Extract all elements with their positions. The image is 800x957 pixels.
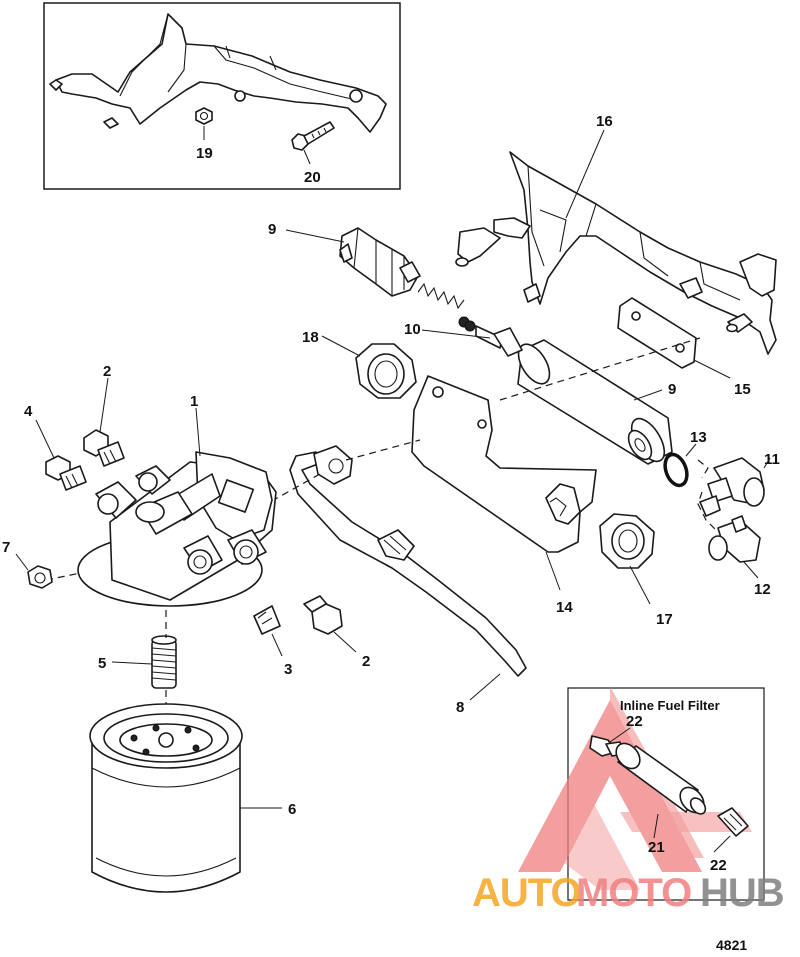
threaded-stud-5 bbox=[151, 635, 177, 689]
diagram-number: 4821 bbox=[716, 937, 747, 953]
mounting-bracket-16 bbox=[455, 151, 777, 355]
callout-20: 20 bbox=[304, 169, 321, 186]
callout-13: 13 bbox=[690, 429, 707, 446]
callout-21: 21 bbox=[648, 839, 665, 856]
barb-fitting-22-right bbox=[717, 807, 749, 837]
terminal-fitting-10 bbox=[458, 316, 503, 349]
inline-fuel-filter-21 bbox=[615, 742, 707, 815]
spring-coil bbox=[417, 282, 465, 310]
grommet-18 bbox=[355, 343, 417, 399]
callout-19: 19 bbox=[196, 145, 213, 162]
callout-22: 22 bbox=[626, 713, 643, 730]
plate-15 bbox=[617, 297, 697, 369]
callout-9: 9 bbox=[668, 381, 676, 398]
callout-17: 17 bbox=[656, 611, 673, 628]
grommet-17 bbox=[599, 513, 655, 569]
electric-fuel-pump-9 bbox=[493, 327, 673, 465]
o-ring-13 bbox=[663, 452, 689, 488]
plug-3 bbox=[253, 605, 281, 635]
callout-1: 1 bbox=[190, 393, 198, 410]
callout-3: 3 bbox=[284, 661, 292, 678]
watermark-logo: AUTO MOTO HUB bbox=[472, 871, 785, 915]
fitting-4 bbox=[45, 455, 87, 491]
fuel-line-8 bbox=[289, 445, 527, 677]
hex-nut-19 bbox=[195, 107, 213, 125]
watermark-text-hub: HUB bbox=[700, 871, 784, 915]
callout-10: 10 bbox=[404, 321, 421, 338]
head-ports bbox=[95, 465, 267, 575]
elbow-fitting-11 bbox=[699, 457, 765, 517]
callout-5: 5 bbox=[98, 655, 106, 672]
fitting-2-top bbox=[83, 429, 125, 467]
callout-6: 6 bbox=[288, 801, 296, 818]
callout-4: 4 bbox=[24, 403, 33, 420]
electrical-connector-9 bbox=[339, 227, 421, 297]
fuel-filter-6 bbox=[89, 703, 243, 893]
pump-bracket-14 bbox=[411, 375, 597, 553]
callout-11: 11 bbox=[764, 451, 780, 468]
callout-14: 14 bbox=[556, 599, 573, 616]
callout-16: 16 bbox=[596, 113, 613, 130]
upper-inset-frame bbox=[43, 2, 401, 190]
callout-22: 22 bbox=[710, 857, 727, 874]
filter-head-1 bbox=[77, 451, 277, 607]
bolt-20 bbox=[291, 121, 335, 151]
elbow-fitting-12 bbox=[708, 515, 761, 563]
inset-title: Inline Fuel Filter bbox=[620, 698, 720, 713]
upper-bracket bbox=[49, 13, 387, 133]
callout-2: 2 bbox=[103, 363, 111, 380]
callout-8: 8 bbox=[456, 699, 464, 716]
fitting-2-bottom bbox=[303, 595, 343, 635]
watermark-text-auto: AUTO bbox=[472, 871, 581, 915]
callout-7: 7 bbox=[2, 539, 10, 556]
callout-2: 2 bbox=[362, 653, 370, 670]
nut-7 bbox=[27, 565, 53, 589]
callout-18: 18 bbox=[302, 329, 319, 346]
callout-9: 9 bbox=[268, 221, 276, 238]
watermark-text-moto: MOTO bbox=[576, 871, 691, 915]
callout-15: 15 bbox=[734, 381, 751, 398]
callout-12: 12 bbox=[754, 581, 771, 598]
